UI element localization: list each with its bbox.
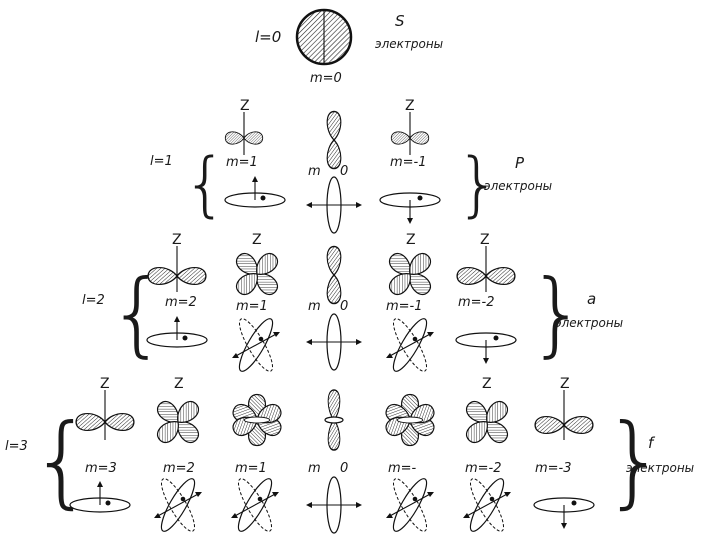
p-m-label-3: 0 bbox=[340, 164, 348, 179]
d-letter: a bbox=[587, 290, 596, 308]
d-l-label: l=2 bbox=[82, 293, 105, 308]
p-axis-z-1: Z bbox=[240, 98, 250, 114]
d-electrons-label: электроны bbox=[555, 316, 623, 330]
d-ring-m-1 bbox=[385, 314, 435, 376]
f-axis-z-1: Z bbox=[100, 376, 110, 392]
d-m-label-4: 0 bbox=[340, 299, 348, 314]
f-orbital-m-2 bbox=[463, 398, 511, 446]
d-ring-m-2 bbox=[455, 332, 517, 365]
d-orbital-m0 bbox=[326, 245, 342, 305]
d-axis-z-3: Z bbox=[406, 232, 416, 248]
f-ring-m-2 bbox=[462, 474, 512, 536]
f-m-label-1: m=3 bbox=[85, 461, 117, 476]
f-electrons-label: электроны bbox=[626, 461, 694, 475]
s-l-label: l=0 bbox=[255, 28, 281, 46]
p-l-label: l=1 bbox=[150, 154, 173, 169]
f-m-label-2: m=2 bbox=[163, 461, 195, 476]
f-axis-z-2: Z bbox=[174, 376, 184, 392]
d-right-brace: } bbox=[528, 260, 587, 367]
d-m-label-6: m=-2 bbox=[458, 295, 495, 310]
d-ring-m1 bbox=[231, 314, 281, 376]
p-electrons-label: электроны bbox=[484, 179, 552, 193]
f-m-label-8: m=-3 bbox=[535, 461, 572, 476]
p-m-label-2: m bbox=[308, 164, 321, 179]
p-m-label-4: m=-1 bbox=[390, 155, 427, 170]
f-orbital-m0 bbox=[324, 389, 344, 451]
f-orbital-m2 bbox=[154, 398, 202, 446]
d-orbital-m-1 bbox=[386, 250, 434, 298]
s-row: l=0 m=0 S электроны bbox=[255, 8, 443, 86]
p-right-brace: } bbox=[456, 143, 501, 225]
d-m-label-1: m=2 bbox=[165, 295, 197, 310]
d-row: l=2 { Z m=2 Z m=1 m 0 Z m=-1 Z m=-2 } a … bbox=[82, 232, 623, 376]
f-row: l=3 { Z m=3 Z m=2 m=1 m 0 m=- Z m=-2 Z m… bbox=[5, 376, 694, 536]
d-ring-m0 bbox=[305, 313, 363, 371]
s-m-label: m=0 bbox=[310, 71, 342, 86]
f-ring-m0 bbox=[305, 476, 363, 534]
f-right-brace: } bbox=[603, 402, 667, 519]
s-letter: S bbox=[395, 12, 405, 30]
f-m-label-6: m=- bbox=[388, 461, 417, 476]
d-axis-z-4: Z bbox=[480, 232, 490, 248]
f-letter: f bbox=[648, 434, 656, 452]
p-left-brace: { bbox=[183, 143, 228, 225]
f-axis-z-3: Z bbox=[482, 376, 492, 392]
s-electrons-label: электроны bbox=[375, 37, 443, 51]
p-letter: P bbox=[515, 154, 525, 172]
f-orbital-m1 bbox=[230, 395, 283, 446]
p-row: l=1 { Z m=1 m 0 Z m=-1 } P электроны bbox=[150, 98, 552, 234]
f-ring-m2 bbox=[153, 474, 203, 536]
p-ring-m0 bbox=[305, 176, 363, 234]
f-m-label-5: 0 bbox=[340, 461, 348, 476]
d-axis-z-1: Z bbox=[172, 232, 182, 248]
d-orbital-m1 bbox=[233, 250, 281, 298]
f-l-label: l=3 bbox=[5, 439, 28, 454]
p-m-label-1: m=1 bbox=[226, 155, 258, 170]
d-m-label-3: m bbox=[308, 299, 321, 314]
f-m-label-3: m=1 bbox=[235, 461, 267, 476]
f-orbital-m-1 bbox=[383, 395, 436, 446]
d-m-label-5: m=-1 bbox=[386, 299, 423, 314]
d-axis-z-2: Z bbox=[252, 232, 262, 248]
p-ring-m1 bbox=[224, 175, 286, 208]
d-m-label-2: m=1 bbox=[236, 299, 268, 314]
p-axis-z-2: Z bbox=[405, 98, 415, 114]
f-m-label-7: m=-2 bbox=[465, 461, 502, 476]
f-m-label-4: m bbox=[308, 461, 321, 476]
f-ring-m-3 bbox=[533, 497, 595, 530]
f-axis-z-4: Z bbox=[560, 376, 570, 392]
p-ring-m-1 bbox=[379, 192, 441, 225]
p-orbital-m0 bbox=[326, 110, 342, 170]
f-ring-m1 bbox=[230, 474, 280, 536]
f-ring-m-1 bbox=[385, 474, 435, 536]
